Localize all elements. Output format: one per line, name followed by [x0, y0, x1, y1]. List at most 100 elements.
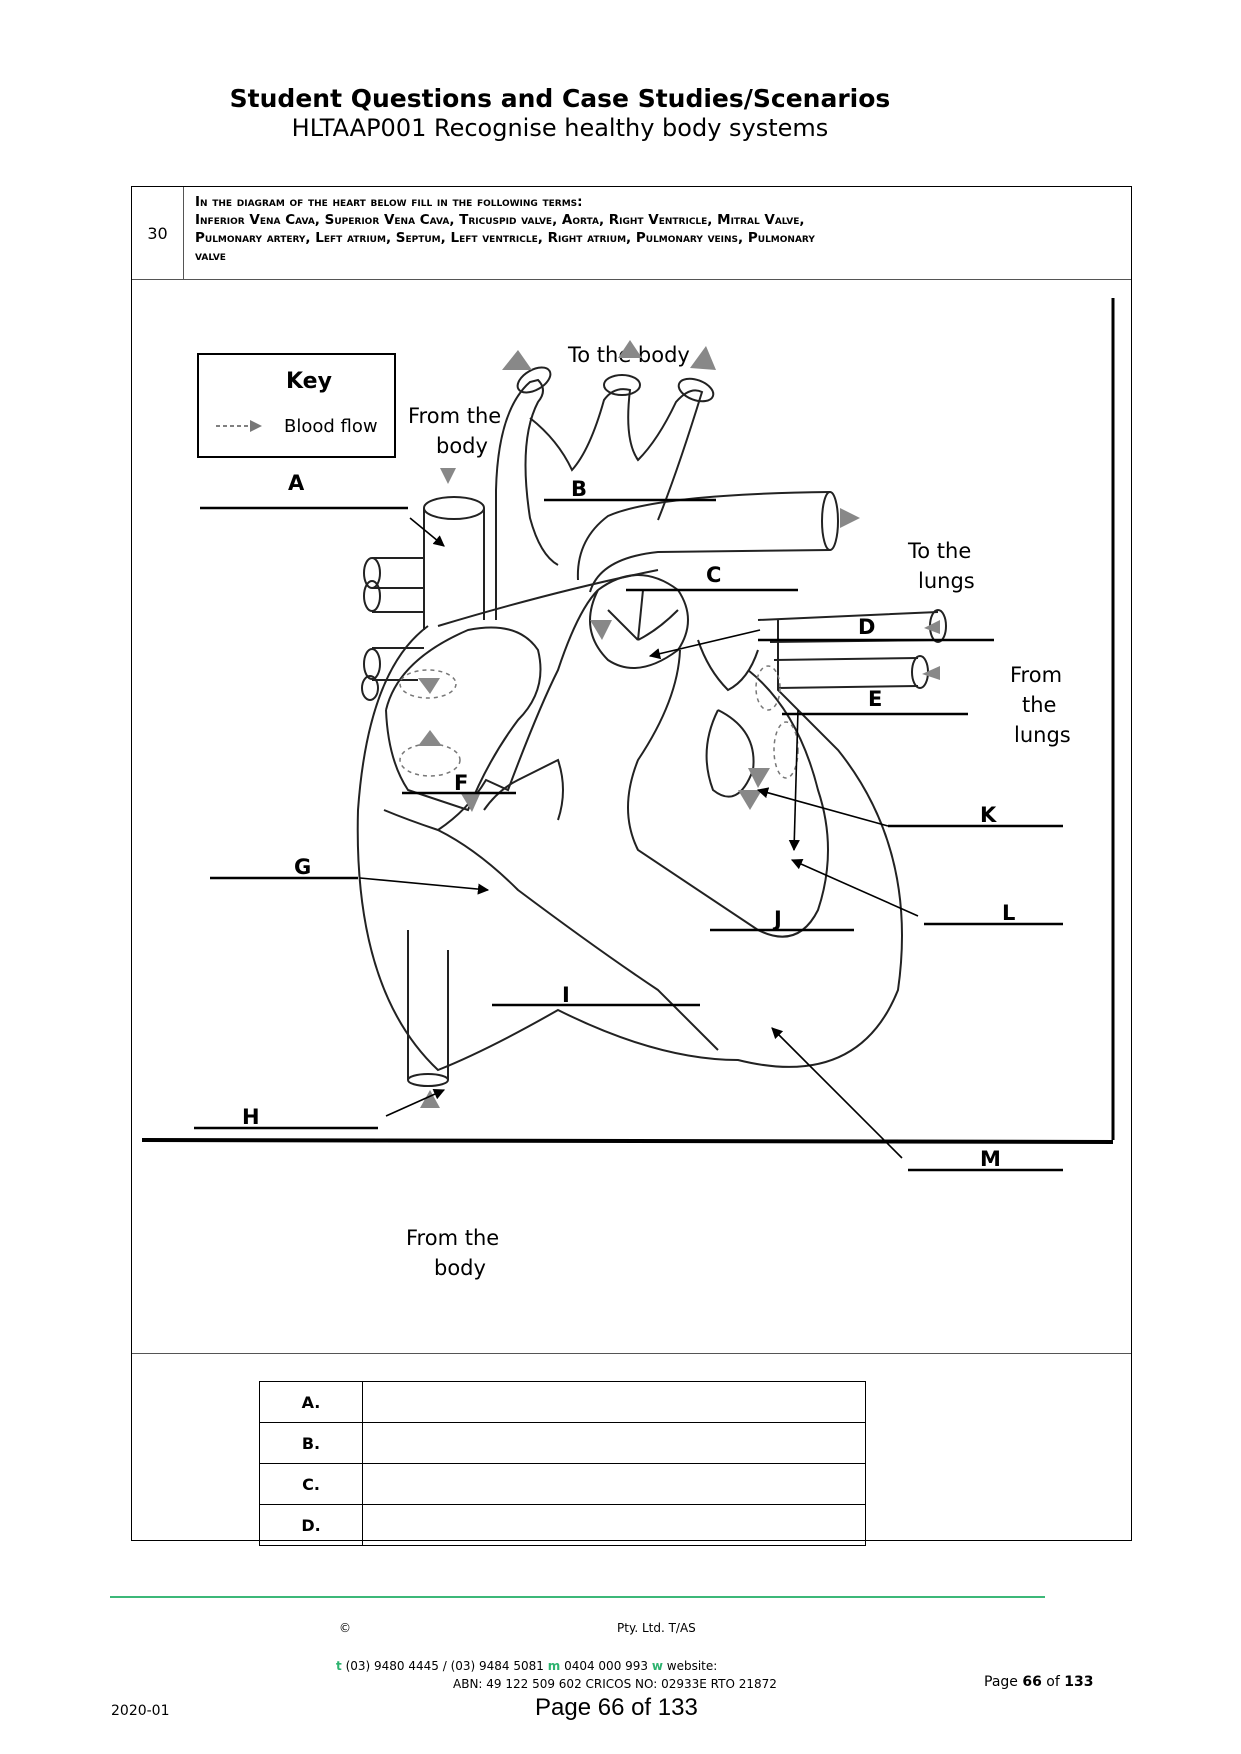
contact-web: website:: [662, 1659, 718, 1673]
key-item: Blood flow: [284, 416, 378, 437]
flow-arrow-icons: [418, 340, 940, 1108]
vessel-opening-3: [363, 648, 381, 680]
question-number: 30: [132, 187, 184, 279]
footer-contact: t (03) 9480 4445 / (03) 9484 5081 m 0404…: [336, 1659, 717, 1673]
pulmonary-veins: [757, 611, 939, 689]
right-atrium-chamber: [385, 626, 542, 812]
answer-table: A. B. C. D.: [259, 1381, 866, 1546]
heart-top-wall: [437, 569, 659, 627]
table-row: A.: [259, 1381, 866, 1423]
superior-vena-cava-opening: [423, 496, 485, 520]
answer-field[interactable]: [362, 1381, 866, 1423]
from-lungs-label-3: lungs: [1014, 723, 1071, 747]
question-terms-line-1: Inferior Vena Cava, Superior Vena Cava, …: [195, 212, 805, 228]
question-instruction: In the diagram of the heart below fill i…: [195, 194, 583, 210]
left-ventricle-chamber: [627, 649, 829, 938]
question-terms-line-2: Pulmonary artery, Left atrium, Septum, L…: [195, 230, 815, 246]
question-terms-line-3: valve: [195, 248, 226, 264]
label-h: H: [242, 1105, 260, 1129]
aortic-arch-branches: [529, 388, 704, 521]
to-lungs-label-2: lungs: [918, 569, 975, 593]
answer-label: D.: [259, 1504, 363, 1546]
left-atrium-chamber: [697, 639, 759, 692]
valve-cusps: [607, 589, 679, 641]
contact-w: w: [651, 1659, 663, 1673]
contact-mobile: 0404 000 993: [560, 1659, 652, 1673]
label-i: I: [562, 983, 570, 1007]
heart-diagram: Key Blood flow To the body From the body…: [141, 298, 1115, 1280]
footer-divider: [110, 1596, 1045, 1598]
key-box: Key Blood flow: [197, 353, 396, 458]
answer-lines: [194, 498, 1063, 1172]
flow-loops: [399, 665, 799, 779]
label-l: L: [1002, 901, 1015, 925]
label-m: M: [980, 1147, 1001, 1171]
from-lungs-label-2: the: [1022, 693, 1056, 717]
answer-label: C.: [259, 1463, 363, 1505]
to-lungs-label-1: To the: [907, 539, 971, 563]
pulmonary-trunk-opening: [821, 491, 839, 551]
label-k: K: [980, 803, 997, 827]
tricuspid-valve: [483, 758, 564, 821]
from-body-bottom-label-1: From the: [406, 1226, 499, 1250]
footer-date: 2020-01: [111, 1703, 170, 1719]
table-row: B.: [259, 1422, 866, 1464]
mitral-valve: [705, 709, 755, 798]
contact-t: t: [336, 1659, 342, 1673]
question-header: 30 In the diagram of the heart below fil…: [132, 187, 1131, 280]
answer-label: A.: [259, 1381, 363, 1423]
aorta-left-wall: [495, 378, 559, 620]
answer-label: B.: [259, 1422, 363, 1464]
vessel-opening-2: [363, 580, 381, 612]
aorta-branch-opening-1: [516, 366, 552, 394]
question-text: In the diagram of the heart below fill i…: [195, 193, 1115, 265]
from-body-top-label-2: body: [436, 434, 488, 458]
pulmonary-vein-opening-2: [911, 655, 929, 689]
blood-flow-arrow-icon: [250, 420, 262, 432]
page-total: 133: [1064, 1674, 1094, 1690]
table-row: D.: [259, 1504, 866, 1546]
pulmonary-trunk: [576, 491, 831, 593]
contact-phone: (03) 9480 4445 / (03) 9484 5081: [341, 1659, 548, 1673]
left-vessels: [372, 557, 424, 681]
page-title: Student Questions and Case Studies/Scena…: [229, 84, 891, 113]
answer-field[interactable]: [362, 1422, 866, 1464]
label-d: D: [858, 615, 875, 639]
inferior-vena-cava: [407, 930, 449, 1080]
heart-outer-wall: [356, 620, 903, 1072]
page-subtitle: HLTAAP001 Recognise healthy body systems: [291, 114, 829, 142]
page-of: of: [1041, 1674, 1065, 1690]
label-f: F: [454, 771, 468, 795]
answer-field[interactable]: [362, 1504, 866, 1546]
label-j: J: [772, 907, 782, 931]
from-lungs-label-1: From: [1010, 663, 1062, 687]
section-divider: [132, 1353, 1131, 1354]
footer-page-number: Page 66 of 133: [984, 1674, 1093, 1690]
page-num: 66: [1022, 1674, 1042, 1690]
from-body-bottom-label-2: body: [434, 1256, 486, 1280]
footer-page-center: Page 66 of 133: [535, 1694, 698, 1721]
label-c: C: [706, 563, 721, 587]
inferior-vena-cava-opening: [407, 1073, 449, 1087]
right-ventricle-wall: [437, 829, 719, 1051]
vessel-opening-1: [363, 557, 381, 589]
label-e: E: [868, 687, 882, 711]
frame-bottom-line: [141, 1138, 1114, 1144]
footer-company: Pty. Ltd. T/AS: [617, 1621, 696, 1635]
vessel-opening-4: [361, 675, 379, 701]
footer-abn: ABN: 49 122 509 602 CRICOS NO: 02933E RT…: [453, 1677, 777, 1691]
aorta-branch-opening-3: [677, 377, 715, 403]
page-word: Page: [984, 1674, 1023, 1690]
label-b: B: [571, 477, 587, 501]
label-letters: A B C D E F G H I J K L M: [242, 471, 1015, 1171]
answer-field[interactable]: [362, 1463, 866, 1505]
label-a: A: [288, 471, 305, 495]
question-box: 30 In the diagram of the heart below fil…: [131, 186, 1132, 1541]
from-body-top-label-1: From the: [408, 404, 501, 428]
contact-m: m: [547, 1659, 561, 1673]
table-row: C.: [259, 1463, 866, 1505]
aorta-branch-opening-2: [603, 374, 641, 396]
pointer-arrows: [359, 517, 919, 1159]
key-title: Key: [286, 369, 332, 394]
septum-upper: [383, 589, 599, 832]
